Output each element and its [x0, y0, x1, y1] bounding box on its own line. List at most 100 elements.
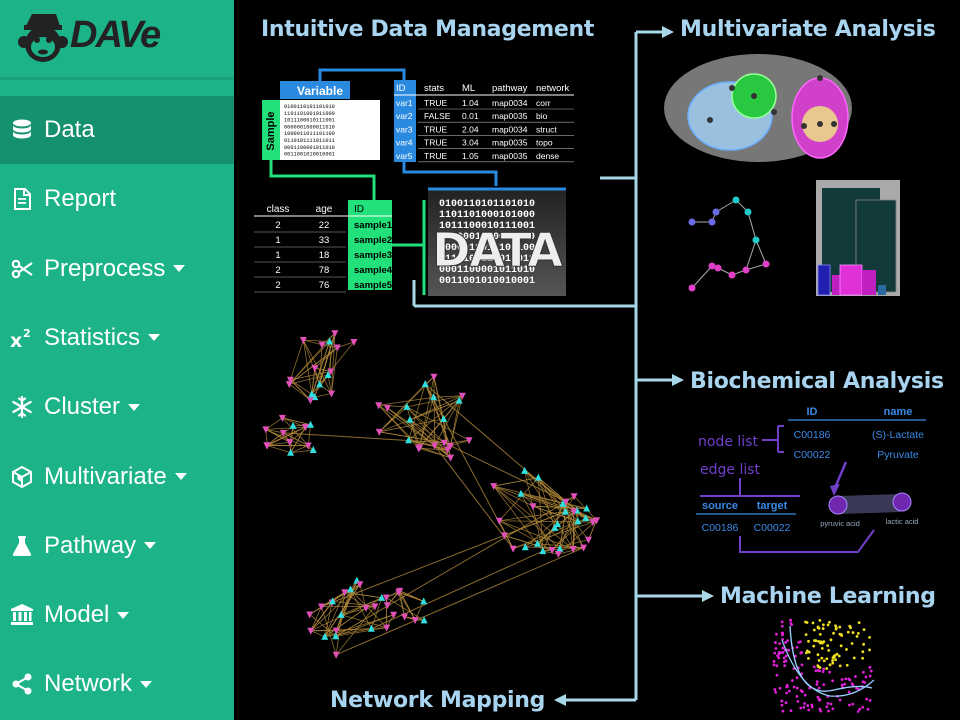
network-edge [324, 628, 372, 638]
sidebar-item-data[interactable]: Data [0, 96, 234, 164]
network-edge [310, 630, 325, 638]
network-node-chevron [447, 454, 455, 462]
ml-point-magenta [787, 648, 791, 652]
ml-point-magenta [772, 660, 776, 663]
sidebar-item-label: Multivariate [44, 462, 167, 490]
network-edge [371, 550, 544, 630]
ml-point-magenta [843, 682, 847, 686]
ml-point-yellow [807, 656, 810, 660]
matrix-row-text: 0011001010010001 [284, 152, 335, 158]
ml-point-magenta [794, 654, 797, 658]
svg-text:x: x [10, 330, 22, 350]
network-edge [493, 485, 586, 519]
network-edge [414, 601, 425, 621]
network-edge [311, 368, 316, 395]
network-node-chevron [390, 611, 398, 619]
logo-area[interactable]: DAVe [0, 0, 234, 80]
network-node-chevron [375, 402, 383, 410]
ml-point-yellow [834, 627, 838, 631]
ml-point-magenta [847, 703, 851, 707]
sidebar-item-label: Statistics [44, 323, 141, 351]
sample-table-cell: 76 [319, 280, 330, 291]
sidebar-item-report[interactable]: Report [0, 165, 234, 233]
ml-point-magenta [866, 707, 870, 711]
ml-decision-boundary [789, 625, 873, 692]
bar-magenta [839, 264, 863, 296]
network-edge [537, 477, 544, 552]
mini-network-node [708, 218, 716, 226]
network-node-chevron [331, 330, 339, 338]
network-node-triangle [582, 514, 590, 522]
network-edge [290, 339, 304, 380]
network-edge [434, 445, 514, 549]
ml-point-yellow [828, 620, 831, 624]
sidebar-item-model[interactable]: Model [0, 581, 234, 649]
sidebar-item-pathway[interactable]: Pathway [0, 512, 234, 580]
ml-point-magenta [778, 642, 782, 646]
data-box-body [428, 190, 566, 296]
ml-point-magenta [780, 699, 784, 703]
sidebar-item-multivariate[interactable]: Multivariate [0, 443, 234, 511]
ml-point-magenta [786, 639, 790, 642]
ml-point-magenta [840, 683, 844, 687]
network-edge [359, 584, 367, 609]
network-edge [387, 407, 451, 458]
matrix-row-text: 1000011011101100 [284, 131, 335, 137]
ml-point-yellow [834, 658, 837, 662]
variable-label: Variable [297, 84, 343, 98]
ml-point-magenta [816, 695, 820, 699]
node-table-cell: C00186 [794, 429, 831, 441]
network-node-triangle [337, 610, 345, 618]
sidebar-item-cluster[interactable]: Cluster [0, 373, 234, 441]
node-list-bracket [762, 425, 784, 453]
network-edge [310, 628, 372, 632]
network-node-triangle [316, 380, 324, 388]
chevron-down-icon [140, 680, 153, 688]
infographic-canvas: VariableSample01001101011010101101101001… [254, 26, 926, 713]
network-node-triangle [574, 517, 582, 525]
ml-point-magenta [810, 705, 814, 709]
sample-table-cell: sample2 [354, 235, 392, 246]
sidebar-item-network[interactable]: Network [0, 650, 234, 718]
ml-point-magenta [780, 631, 784, 635]
ml-point-magenta [799, 706, 803, 710]
network-node-triangle [440, 414, 448, 422]
bar-small [878, 285, 886, 295]
network-node-chevron [430, 373, 438, 381]
network-edge [302, 339, 313, 395]
data-box-label: DATA [432, 223, 563, 277]
mini-network-node [688, 218, 696, 226]
ml-point-yellow [820, 656, 824, 660]
ml-point-yellow [820, 647, 824, 650]
ml-point-yellow [829, 638, 833, 642]
mini-network-node [744, 208, 752, 216]
ml-point-magenta [856, 710, 860, 713]
network-edge [331, 347, 338, 394]
network-node-chevron [327, 368, 335, 376]
network-edge [335, 606, 376, 655]
ml-point-yellow [850, 642, 854, 645]
scissors-icon [10, 257, 34, 281]
network-node-chevron [299, 337, 307, 345]
network-node-chevron [495, 517, 503, 525]
sidebar-item-preprocess[interactable]: Preprocess [0, 235, 234, 303]
data-box-binary-row: 0100110101101010 [439, 199, 535, 210]
network-edge [433, 376, 436, 446]
ml-point-magenta [780, 703, 784, 707]
network-edge [520, 493, 587, 509]
pathway-node-a [828, 495, 848, 515]
ml-point-magenta [796, 699, 800, 703]
ml-point-magenta [778, 686, 782, 690]
network-edge [289, 383, 311, 401]
network-edge [538, 477, 567, 502]
network-edge [409, 400, 460, 421]
variable-table-cell: map0034 [492, 124, 528, 134]
ml-point-yellow [811, 621, 815, 625]
ml-point-yellow [861, 650, 865, 654]
ml-point-yellow [845, 663, 849, 667]
ml-point-yellow [818, 666, 822, 669]
network-edge [350, 589, 372, 629]
network-edge [493, 485, 534, 507]
network-edge [408, 384, 426, 441]
